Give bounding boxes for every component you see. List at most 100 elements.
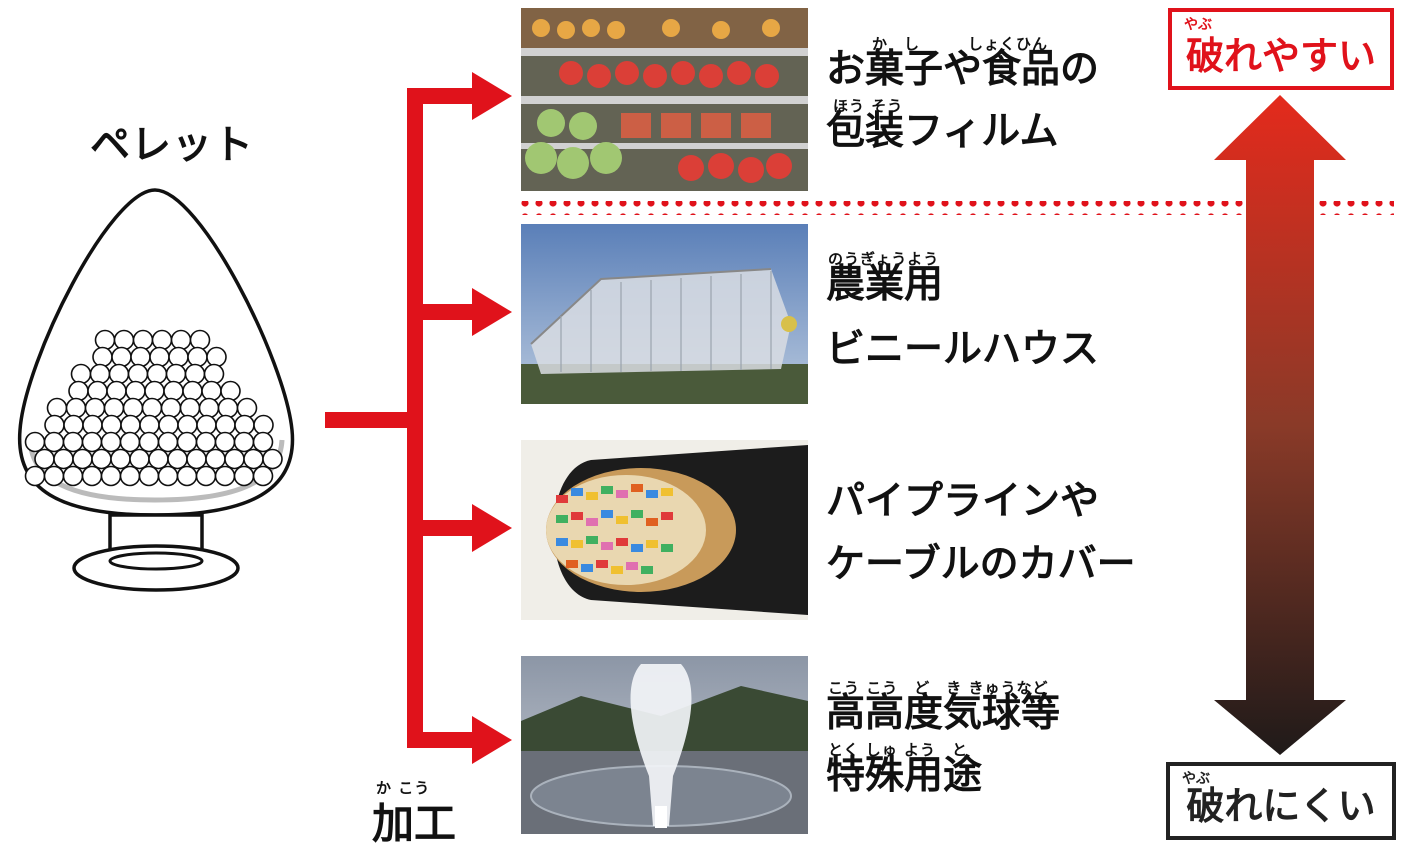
pellet-bead — [24, 431, 46, 453]
durability-arrow-icon — [1214, 95, 1346, 755]
pellet-bead — [63, 414, 84, 436]
process-ruby: か こう — [376, 779, 431, 797]
pellet-bead — [176, 465, 198, 487]
pellet-bead — [129, 448, 150, 470]
item3-label-line1: パイプラインや — [826, 479, 1100, 524]
balloon-photo — [521, 656, 808, 834]
pellet-bead — [87, 380, 108, 402]
pellet-bead — [62, 431, 84, 453]
hard-to-tear-label: 破れにくい — [1186, 784, 1376, 828]
pellet-bead — [144, 380, 165, 402]
item1-label-line2: 包装フィルム — [826, 109, 1059, 154]
pellet-bead — [146, 363, 168, 385]
pellet-bead — [177, 414, 198, 436]
pellet-bead — [224, 448, 245, 470]
pellet-bead — [217, 397, 239, 419]
pellet-bead — [262, 448, 283, 470]
pellet-bead — [187, 346, 208, 368]
cable-photo — [521, 440, 808, 620]
pellet-bead — [100, 465, 122, 487]
pellet-bead — [158, 414, 179, 436]
pellet-bead — [179, 397, 201, 419]
pellet-bead — [111, 346, 132, 368]
pellet-bead — [81, 465, 103, 487]
process-label: 加工 — [372, 799, 457, 848]
pellet-bead — [163, 380, 184, 402]
pellet-container-icon — [17, 188, 295, 592]
pellet-bead — [92, 346, 113, 368]
item3-label-line2: ケーブルのカバー — [826, 542, 1136, 587]
dotted-divider — [516, 201, 1394, 215]
pellet-bead — [119, 465, 141, 487]
pellet-bead — [215, 414, 236, 436]
easy-to-tear-box: やぶ 破れやすい — [1168, 8, 1394, 90]
pellet-bead — [101, 414, 122, 436]
pellet-bead — [138, 465, 160, 487]
pellet-bead — [81, 431, 103, 453]
item2-ruby-line1: のうぎょうよう — [828, 250, 940, 268]
pellet-bead — [198, 397, 220, 419]
pellet-bead — [149, 346, 170, 368]
pellet-bead — [122, 397, 144, 419]
pellet-bead — [139, 414, 160, 436]
pellet-bead — [189, 329, 211, 351]
item2-label-line1: 農業用 — [826, 262, 944, 307]
pellet-bead — [214, 431, 236, 453]
pellet-bead — [130, 346, 151, 368]
pellet-bead — [44, 414, 65, 436]
pellet-bead — [113, 329, 135, 351]
item4-ruby-line1: こう こう ど き きゅうなど — [828, 679, 1049, 697]
pellet-bead — [82, 414, 103, 436]
pellet-bead — [62, 465, 84, 487]
easy-to-tear-label: 破れやすい — [1185, 34, 1376, 78]
item4-label-line2: 特殊用途 — [826, 753, 983, 798]
item1-label-line1: お菓子や食品の — [826, 47, 1100, 92]
pellet-beads — [24, 329, 283, 487]
pellet-bead — [125, 380, 146, 402]
pellet-bead — [46, 397, 68, 419]
item4-label-line1: 高高度気球等 — [826, 691, 1061, 736]
greenhouse-photo — [521, 224, 808, 404]
pellet-bead — [65, 397, 87, 419]
pellet-bead — [100, 431, 122, 453]
pellet-bead — [110, 448, 131, 470]
pellet-bead — [72, 448, 93, 470]
pellet-bead — [205, 448, 226, 470]
pellet-bead — [233, 431, 255, 453]
pellet-bead — [120, 414, 141, 436]
pellet-bead — [157, 465, 179, 487]
pellet-bead — [252, 431, 274, 453]
pellet-bead — [138, 431, 160, 453]
pellet-bead — [220, 380, 241, 402]
pellet-bead — [148, 448, 169, 470]
pellet-bead — [186, 448, 207, 470]
pellet-bead — [253, 414, 274, 436]
pellet-bead — [70, 363, 92, 385]
pellet-bead — [24, 465, 46, 487]
pellet-bead — [127, 363, 149, 385]
hard-to-tear-ruby: やぶ — [1182, 771, 1210, 787]
pellet-bead — [89, 363, 111, 385]
pellet-bead — [103, 397, 125, 419]
pellet-bead — [176, 431, 198, 453]
food-packaging-photo — [521, 8, 808, 191]
pellet-bead — [203, 363, 225, 385]
pellet-bead — [206, 346, 227, 368]
item2-label-line2: ビニールハウス — [826, 327, 1100, 372]
pellet-title: ペレット — [90, 122, 254, 168]
pellet-bead — [68, 380, 89, 402]
pellet-bead — [160, 397, 182, 419]
pellet-bead — [43, 465, 65, 487]
item4-ruby-line2: とく しゅ よう と — [828, 741, 968, 759]
pellet-bead — [157, 431, 179, 453]
pellet-bead — [195, 465, 217, 487]
item1-ruby-line2: ほう そう — [833, 97, 904, 115]
pellet-bead — [214, 465, 236, 487]
pellet-bead — [34, 448, 55, 470]
pellet-bead — [106, 380, 127, 402]
pellet-bead — [195, 431, 217, 453]
pellet-bead — [167, 448, 188, 470]
hard-to-tear-box: やぶ 破れにくい — [1166, 762, 1396, 840]
process-connector — [325, 72, 512, 764]
pellet-bead — [119, 431, 141, 453]
